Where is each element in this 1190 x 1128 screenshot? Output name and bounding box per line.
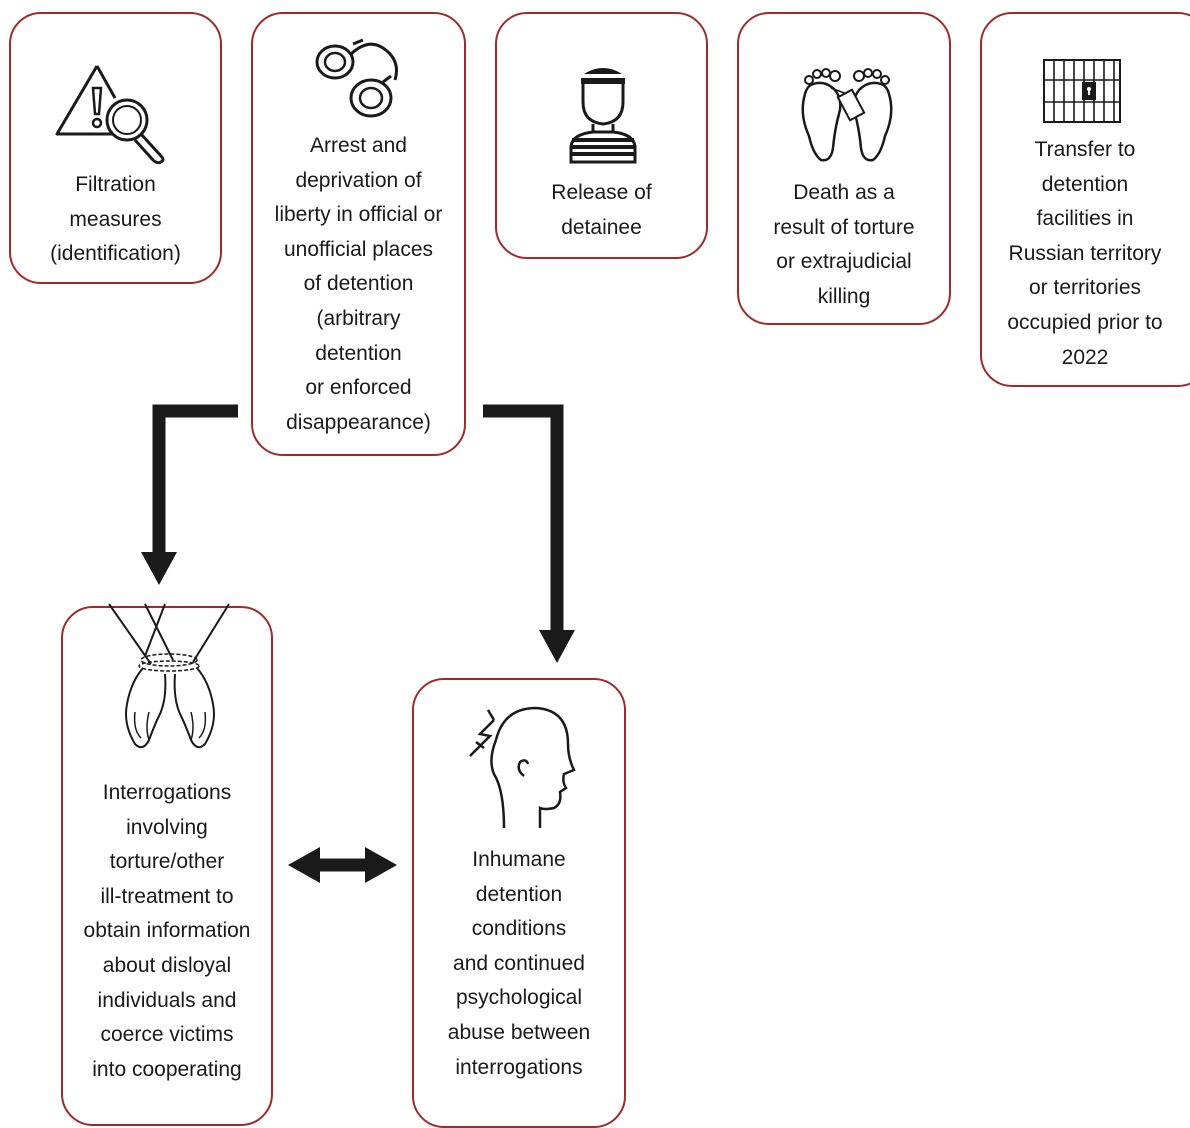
conditions-box: Inhumane detention conditions and contin… bbox=[412, 678, 626, 1128]
arrow-arrest-to-interrogations bbox=[141, 404, 238, 585]
jail-cell-icon bbox=[1043, 59, 1121, 123]
prisoner-icon bbox=[569, 68, 637, 164]
transfer-label: Transfer to detention facilities in Russ… bbox=[1007, 138, 1163, 369]
transfer-box: Transfer to detention facilities in Russ… bbox=[980, 12, 1190, 387]
warning-magnifier-icon bbox=[55, 65, 165, 165]
death-box: Death as a result of torture or extrajud… bbox=[737, 12, 951, 325]
interrogations-box: Interrogations involving torture/other i… bbox=[61, 603, 273, 1126]
filtration-label: Filtration measures (identification) bbox=[50, 173, 181, 266]
release-box: Release of detainee bbox=[495, 12, 708, 259]
arrow-arrest-to-conditions bbox=[483, 404, 575, 663]
connector-layer bbox=[141, 404, 575, 883]
death-label: Death as a result of torture or extrajud… bbox=[773, 181, 915, 308]
feet-toe-tag-icon bbox=[801, 68, 893, 162]
arrest-label: Arrest and deprivation of liberty in off… bbox=[274, 134, 443, 434]
tied-hands-icon bbox=[108, 603, 230, 749]
conditions-label: Inhumane detention conditions and contin… bbox=[447, 848, 591, 1079]
handcuffs-icon bbox=[315, 38, 398, 118]
release-label: Release of detainee bbox=[551, 181, 652, 239]
interrogations-label: Interrogations involving torture/other i… bbox=[83, 781, 251, 1081]
filtration-box: Filtration measures (identification) bbox=[9, 12, 222, 284]
double-arrow-interrogations-conditions bbox=[288, 847, 397, 883]
arrest-box: Arrest and deprivation of liberty in off… bbox=[251, 12, 466, 456]
head-pain-icon bbox=[469, 706, 576, 829]
